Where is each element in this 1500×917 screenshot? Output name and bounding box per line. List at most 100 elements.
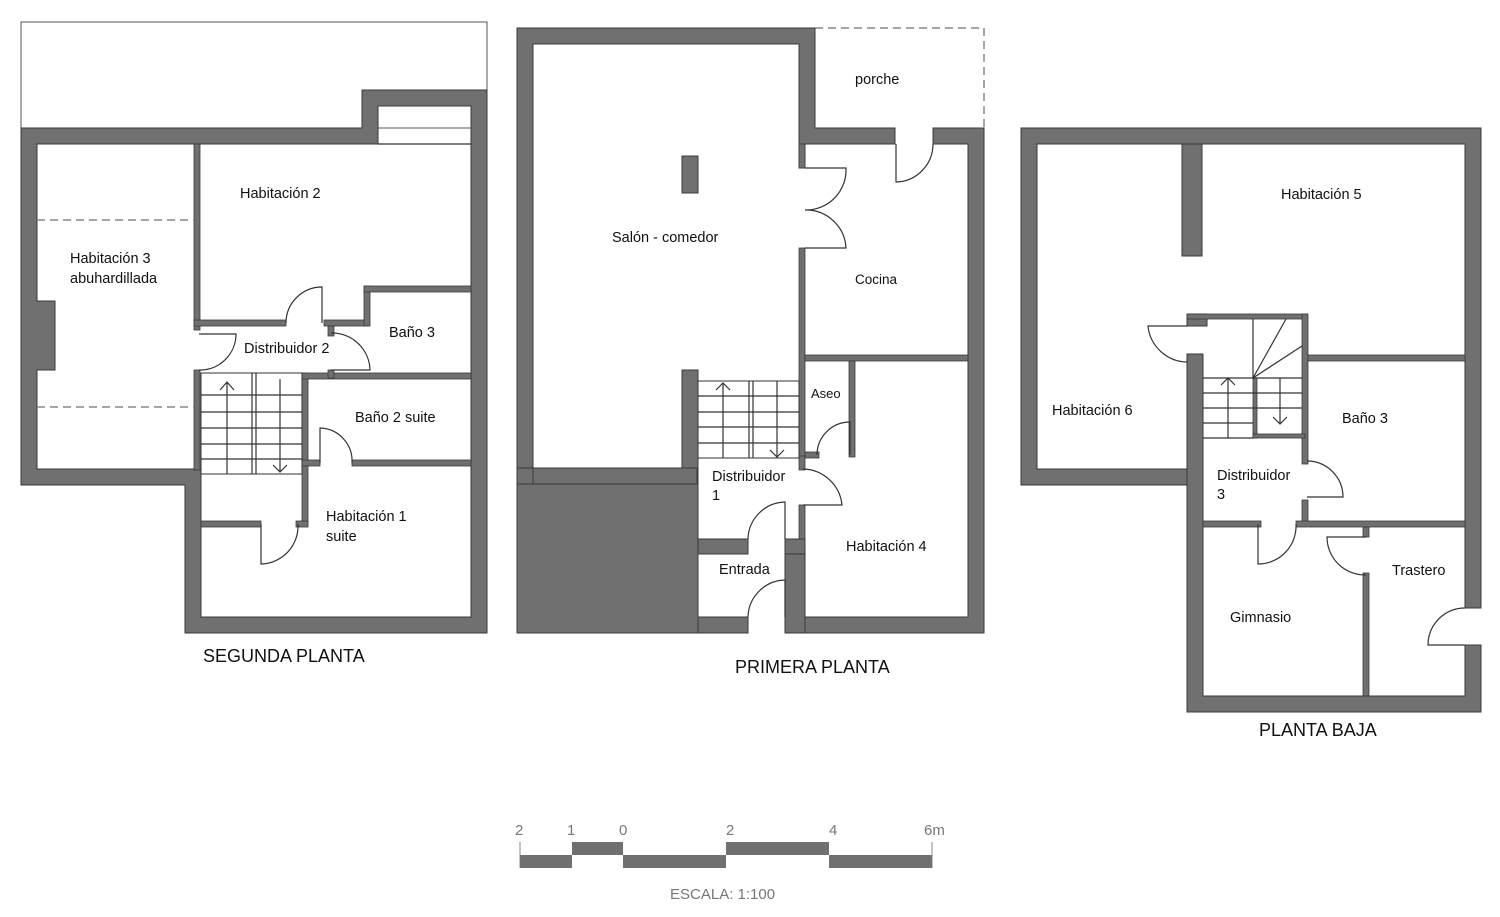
room-label: Baño 2 suite xyxy=(355,410,436,426)
door-bano-2[interactable] xyxy=(319,427,353,464)
door-gimnasio[interactable] xyxy=(1257,523,1297,565)
interior-wall xyxy=(784,553,806,634)
room-label: Habitación 2 xyxy=(240,186,321,202)
interior-wall xyxy=(798,143,806,169)
door-bano-3[interactable] xyxy=(330,332,371,371)
exterior-wall xyxy=(516,467,698,485)
scale-label: ESCALA: 1:100 xyxy=(670,886,775,903)
interior-wall xyxy=(1181,143,1203,257)
door-main-entrance[interactable] xyxy=(747,579,786,618)
interior-wall xyxy=(798,455,806,471)
scale-tick: 4 xyxy=(829,822,837,839)
door-habitacion-2[interactable] xyxy=(285,286,323,324)
interior-wall xyxy=(1301,499,1309,523)
interior-wall xyxy=(193,143,201,331)
door-bano-3[interactable] xyxy=(1306,460,1344,498)
room-label: Cocina xyxy=(855,272,898,287)
scale-tick: 2 xyxy=(515,822,523,839)
scale-tick: 2 xyxy=(726,822,734,839)
room-label: Habitación 6 xyxy=(1052,403,1133,419)
interior-wall xyxy=(327,325,335,337)
door-habitacion-1[interactable] xyxy=(260,523,299,565)
room-label: suite xyxy=(326,529,357,545)
scale-segment xyxy=(623,855,726,868)
door-habitacion-6[interactable] xyxy=(1147,325,1188,363)
interior-wall xyxy=(193,319,287,327)
exterior-wall xyxy=(784,127,985,634)
interior-wall xyxy=(351,459,472,467)
interior-wall xyxy=(848,360,856,458)
door-trastero[interactable] xyxy=(1326,536,1367,576)
door-habitacion-3[interactable] xyxy=(198,333,237,371)
room-label: Trastero xyxy=(1392,563,1445,579)
room-label: Habitación 5 xyxy=(1281,187,1362,203)
interior-wall xyxy=(1362,572,1370,697)
staircase-baja xyxy=(1203,318,1303,439)
interior-wall xyxy=(804,451,820,459)
scale-bar: 2 1 0 2 4 6m ESCALA: 1:100 xyxy=(515,822,945,903)
column xyxy=(681,155,699,194)
scale-segment xyxy=(520,855,572,868)
interior-wall xyxy=(1202,520,1262,528)
interior-wall xyxy=(301,372,309,524)
plan-primera-planta: porche Salón - comedor Cocina Aseo Distr… xyxy=(516,27,985,677)
floor-title-baja: PLANTA BAJA xyxy=(1259,720,1377,740)
room-label: Salón - comedor xyxy=(612,230,719,246)
staircase-primera xyxy=(697,380,800,459)
room-label: abuhardillada xyxy=(70,271,158,287)
interior-wall xyxy=(363,285,472,293)
interior-wall xyxy=(1252,433,1306,439)
room-label: Habitación 3 xyxy=(70,251,151,267)
porch-outline xyxy=(815,27,985,128)
room-label: Baño 3 xyxy=(389,325,435,341)
interior-wall xyxy=(784,538,806,555)
interior-wall xyxy=(1295,520,1466,528)
door-entrada-interior[interactable] xyxy=(747,501,786,540)
scale-segment xyxy=(726,842,829,855)
wall-corner xyxy=(516,467,534,485)
exterior-wall xyxy=(20,89,488,634)
door-trastero-exterior[interactable] xyxy=(1427,607,1466,646)
room-label: Aseo xyxy=(811,386,841,401)
room-label: Gimnasio xyxy=(1230,610,1291,626)
exterior-wall xyxy=(697,616,749,634)
room-label: 1 xyxy=(712,488,720,504)
door-aseo[interactable] xyxy=(816,421,851,456)
scale-tick: 6m xyxy=(924,822,945,839)
scale-segment xyxy=(829,855,932,868)
room-label: 3 xyxy=(1217,487,1225,503)
interior-wall xyxy=(804,354,969,362)
room-label: porche xyxy=(855,72,899,88)
floor-title-segunda: SEGUNDA PLANTA xyxy=(203,646,365,666)
room-label: Distribuidor 2 xyxy=(244,341,329,357)
interior-wall xyxy=(193,369,201,471)
interior-wall xyxy=(323,319,369,327)
interior-wall xyxy=(798,247,806,457)
interior-wall xyxy=(301,459,321,467)
terrace-outline xyxy=(20,21,488,129)
interior-wall xyxy=(1307,354,1466,362)
interior-wall xyxy=(301,372,472,380)
double-door-cocina[interactable] xyxy=(804,167,847,249)
room-label: Baño 3 xyxy=(1342,411,1388,427)
plan-planta-baja: Habitación 5 Habitación 6 Baño 3 Distrib… xyxy=(1020,127,1482,740)
door-habitacion-4[interactable] xyxy=(802,468,843,506)
room-label: Habitación 1 xyxy=(326,509,407,525)
room-label: Entrada xyxy=(719,562,771,578)
floor-title-primera: PRIMERA PLANTA xyxy=(735,657,890,677)
scale-tick: 1 xyxy=(567,822,575,839)
door-porche[interactable] xyxy=(895,143,934,183)
interior-wall xyxy=(295,520,309,528)
interior-wall xyxy=(200,520,262,528)
room-label: Distribuidor xyxy=(712,469,785,485)
scale-tick: 0 xyxy=(619,822,627,839)
interior-wall xyxy=(1362,526,1370,538)
interior-wall xyxy=(1186,313,1308,320)
room-label: Distribuidor xyxy=(1217,468,1290,484)
room-label: Habitación 4 xyxy=(846,539,927,555)
interior-wall xyxy=(327,369,335,379)
exterior-wall xyxy=(1020,127,1482,609)
interior-wall xyxy=(1301,313,1309,465)
staircase-segunda xyxy=(200,372,303,475)
